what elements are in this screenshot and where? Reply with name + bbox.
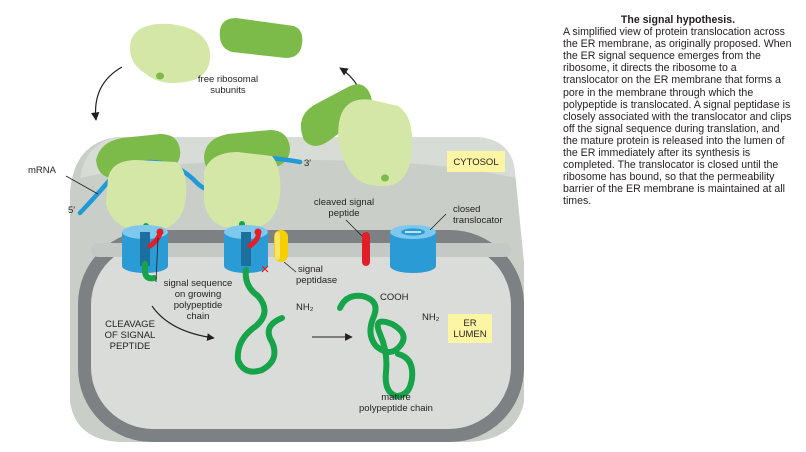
- cleaved-signal-peptide: [362, 232, 370, 266]
- released-ribosome-large-subunit: [300, 84, 372, 146]
- polypeptide-1-lumen: [142, 261, 157, 282]
- mrna-leader: [65, 175, 99, 195]
- recycle-arrow-left: [90, 66, 123, 121]
- caption-title: The signal hypothesis.: [620, 14, 736, 26]
- closed-translocator: [390, 225, 436, 273]
- released-ribosome-small-subunit: [338, 99, 413, 187]
- signal-sequence-1: [147, 228, 164, 249]
- cytosol-label-box: [447, 151, 505, 172]
- mature-polypeptide-chain: [337, 292, 416, 400]
- three-prime-label: 3′: [304, 158, 311, 169]
- polypeptide-2-lumen: [234, 267, 285, 375]
- figure-caption: The signal hypothesis. A simplified view…: [563, 14, 793, 208]
- cleavage-spark: [261, 265, 269, 273]
- mrna-label: mRNA: [28, 165, 57, 176]
- cleavage-arrow: [151, 305, 215, 341]
- free-ribosome-large-subunit: [219, 18, 303, 58]
- translocator-2: [224, 225, 268, 273]
- bound-ribosome-1-small-subunit: [106, 160, 187, 230]
- signal-sequence-2: [247, 228, 262, 249]
- caption-body: A simplified view of protein translocati…: [563, 26, 792, 208]
- signal-sequence-leader: [155, 237, 159, 283]
- signal-peptidase: [274, 230, 288, 262]
- cleaved-peptide-leader: [345, 219, 363, 237]
- free-ribosome-small-subunit: [130, 23, 211, 83]
- signal-peptidase-leader: [283, 261, 297, 273]
- cytosol-label: CYTOSOL: [453, 157, 498, 168]
- five-prime-label: 5′: [68, 205, 75, 216]
- er-lumen-label-box: [448, 314, 492, 343]
- bound-ribosome-2-small-subunit: [204, 152, 281, 228]
- closed-translocator-leader: [429, 213, 447, 231]
- cooh-label: COOH: [380, 292, 409, 303]
- nh2-label-right: NH₂: [422, 312, 440, 323]
- nh2-label-left: NH₂: [296, 302, 314, 313]
- er-lumen: [91, 243, 511, 429]
